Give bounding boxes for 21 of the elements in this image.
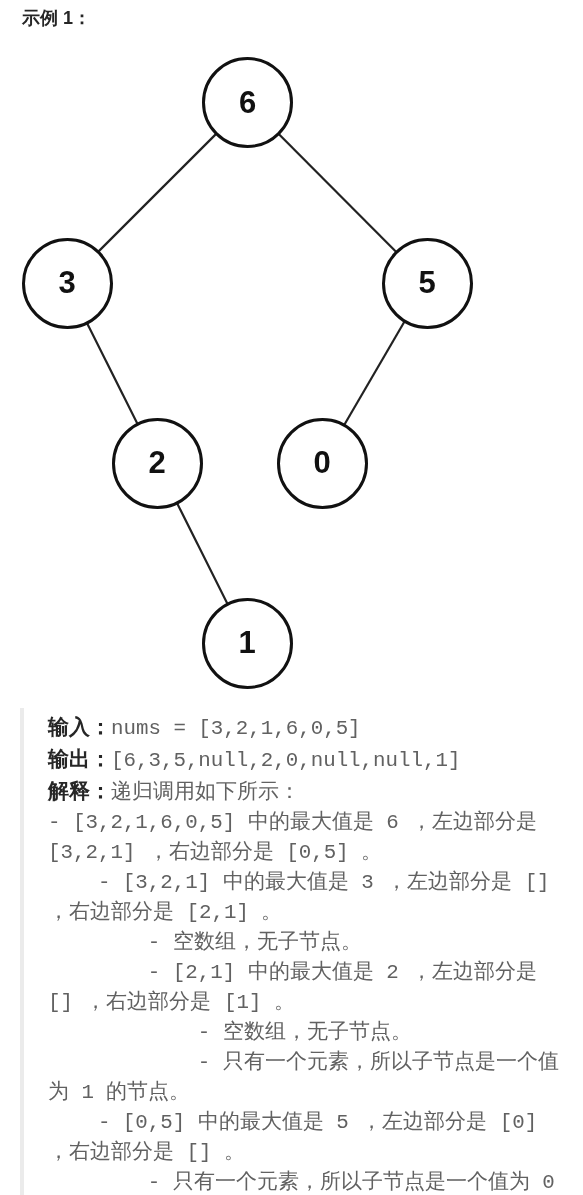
explanation-line: - 只有一个元素，所以子节点是一个值为 0 bbox=[146, 1169, 556, 1195]
tree-node-circle: 3 bbox=[21, 237, 113, 329]
explanation-line: - 空数组，无子节点。 bbox=[146, 929, 363, 956]
connector-line bbox=[97, 132, 218, 253]
connector-line bbox=[277, 132, 397, 253]
tree-node-circle: 0 bbox=[276, 417, 368, 509]
explanation-line: - [3,2,1] 中的最大值是 3 ，左边部分是 [] ，右边部分是 [2,1] 。 bbox=[48, 869, 551, 926]
output-line: 输出：[6,3,5,null,2,0,null,null,1] bbox=[48, 746, 462, 774]
explanation-line: - 只有一个元素，所以子节点是一个值为 1 的节点。 bbox=[48, 1049, 560, 1106]
explanation-line: - [0,5] 中的最大值是 5 ，左边部分是 [0] ，右边部分是 [] 。 bbox=[48, 1109, 539, 1166]
connector-line bbox=[343, 320, 406, 426]
input-line: 输入：nums = [3,2,1,6,0,5] bbox=[48, 714, 362, 742]
tree-node-circle: 5 bbox=[381, 237, 473, 329]
tree-node-circle: 6 bbox=[202, 57, 293, 148]
tree-node-circle: 2 bbox=[111, 417, 203, 509]
explanation-line: - 空数组，无子节点。 bbox=[196, 1019, 413, 1046]
heading: 示例 1： bbox=[22, 7, 91, 30]
tree-node-circle: 1 bbox=[201, 597, 293, 689]
explanation-heading: 解释：递归调用如下所示： bbox=[48, 778, 301, 806]
explanation-line: - [3,2,1,6,0,5] 中的最大值是 6 ，左边部分是 [3,2,1] ，右边部分是 [0,5] 。 bbox=[48, 809, 539, 866]
explanation-line: - [2,1] 中的最大值是 2 ，左边部分是 [] ，右边部分是 [1] 。 bbox=[48, 959, 539, 1016]
